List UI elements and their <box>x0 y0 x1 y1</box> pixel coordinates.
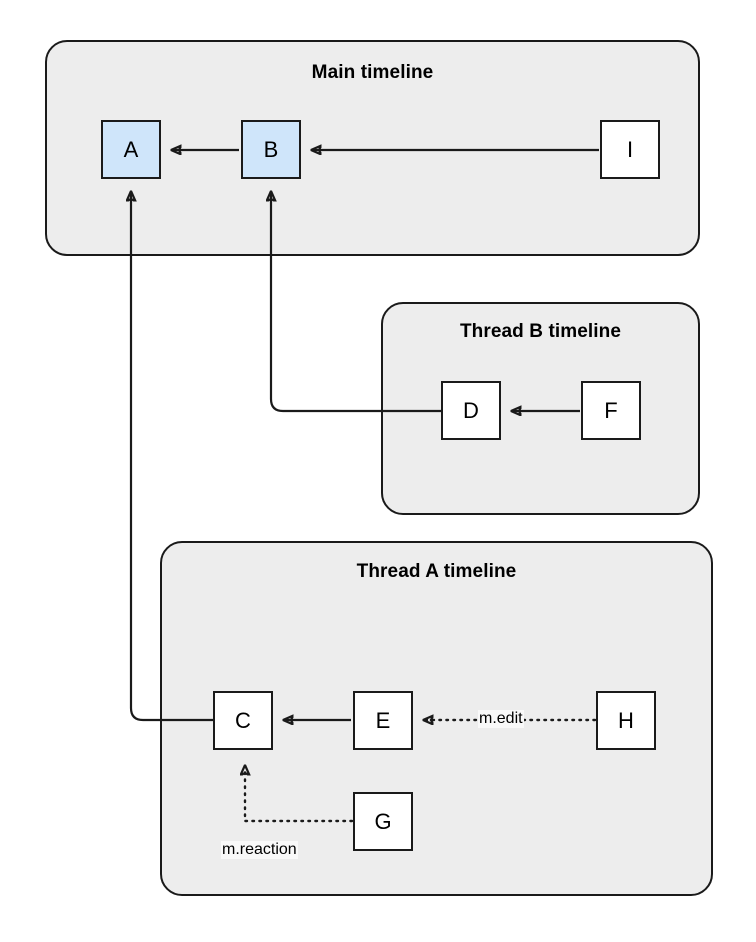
node-a-label: A <box>123 136 139 162</box>
node-f[interactable]: F <box>581 381 641 440</box>
edge-d-to-b <box>271 192 441 413</box>
node-h[interactable]: H <box>596 691 656 750</box>
timeline-container-thread-b[interactable]: Thread B timeline <box>381 302 700 515</box>
node-h-label: H <box>618 707 634 733</box>
edge-g-to-c <box>245 766 354 823</box>
node-e-label: E <box>375 707 391 733</box>
node-g[interactable]: G <box>353 792 413 851</box>
edge-c-to-a <box>131 192 213 722</box>
timeline-title-main: Main timeline <box>311 62 434 83</box>
node-i[interactable]: I <box>600 120 660 179</box>
node-b[interactable]: B <box>241 120 301 179</box>
timeline-title-thread-a: Thread A timeline <box>356 561 517 582</box>
node-c[interactable]: C <box>213 691 273 750</box>
node-e[interactable]: E <box>353 691 413 750</box>
node-g-label: G <box>374 808 392 834</box>
node-f-label: F <box>604 397 618 423</box>
edge-label-m-reaction: m.reaction <box>221 841 298 859</box>
node-i-label: I <box>626 136 634 162</box>
node-d[interactable]: D <box>441 381 501 440</box>
timeline-title-thread-b: Thread B timeline <box>459 321 622 342</box>
node-c-label: C <box>235 707 251 733</box>
node-d-label: D <box>463 397 479 423</box>
node-a[interactable]: A <box>101 120 161 179</box>
node-b-label: B <box>263 136 279 162</box>
edge-label-m-edit: m.edit <box>478 710 524 728</box>
